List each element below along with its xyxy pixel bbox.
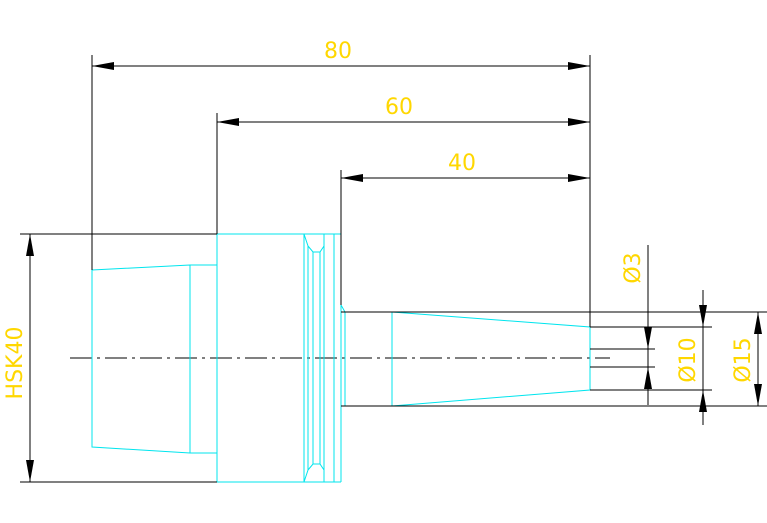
- nose-taper: [391, 311, 591, 407]
- collar-step: [340, 304, 393, 407]
- hsk-taper: [91, 264, 217, 454]
- gripper-groove: [303, 233, 342, 483]
- dimension-geometry: [20, 55, 767, 483]
- tool-holder-outline: [91, 233, 591, 483]
- dim-hsk40-label: HSK40: [3, 327, 28, 400]
- flange-body: [216, 233, 305, 483]
- dim-80-label: 80: [324, 39, 352, 64]
- dim-d10-label: Ø10: [676, 337, 701, 382]
- dim-40-label: 40: [448, 151, 476, 176]
- dim-d3-label: Ø3: [621, 252, 646, 283]
- dim-d15-label: Ø15: [731, 337, 756, 382]
- dimension-labels: 80 60 40 HSK40 Ø3 Ø10 Ø15: [3, 39, 756, 399]
- dim-60-label: 60: [385, 95, 413, 120]
